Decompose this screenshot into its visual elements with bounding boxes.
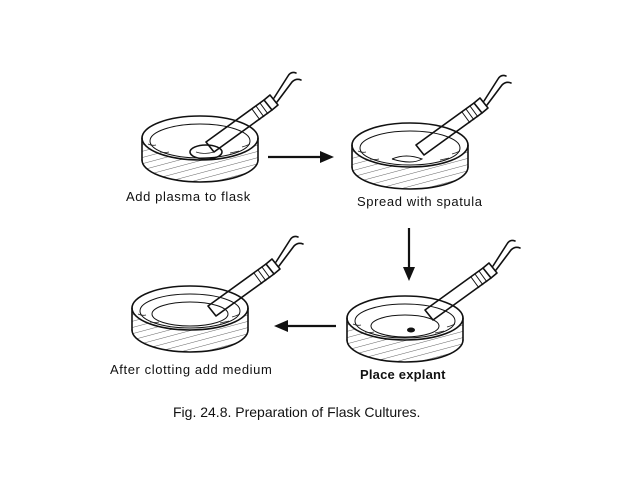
arrow-step3-to-step4 [274,320,336,332]
arrow-step2-to-step3 [403,228,415,281]
step3-illustration [346,239,521,363]
step3-label: Place explant [360,367,446,382]
step4-illustration [131,235,304,353]
step4-label: After clotting add medium [110,362,272,377]
step1-label: Add plasma to flask [126,189,251,204]
step2-label: Spread with spatula [357,194,483,209]
arrow-step1-to-step2 [268,151,334,163]
step2-illustration [351,74,512,190]
step1-illustration [141,71,302,183]
figure-caption: Fig. 24.8. Preparation of Flask Cultures… [173,404,420,420]
